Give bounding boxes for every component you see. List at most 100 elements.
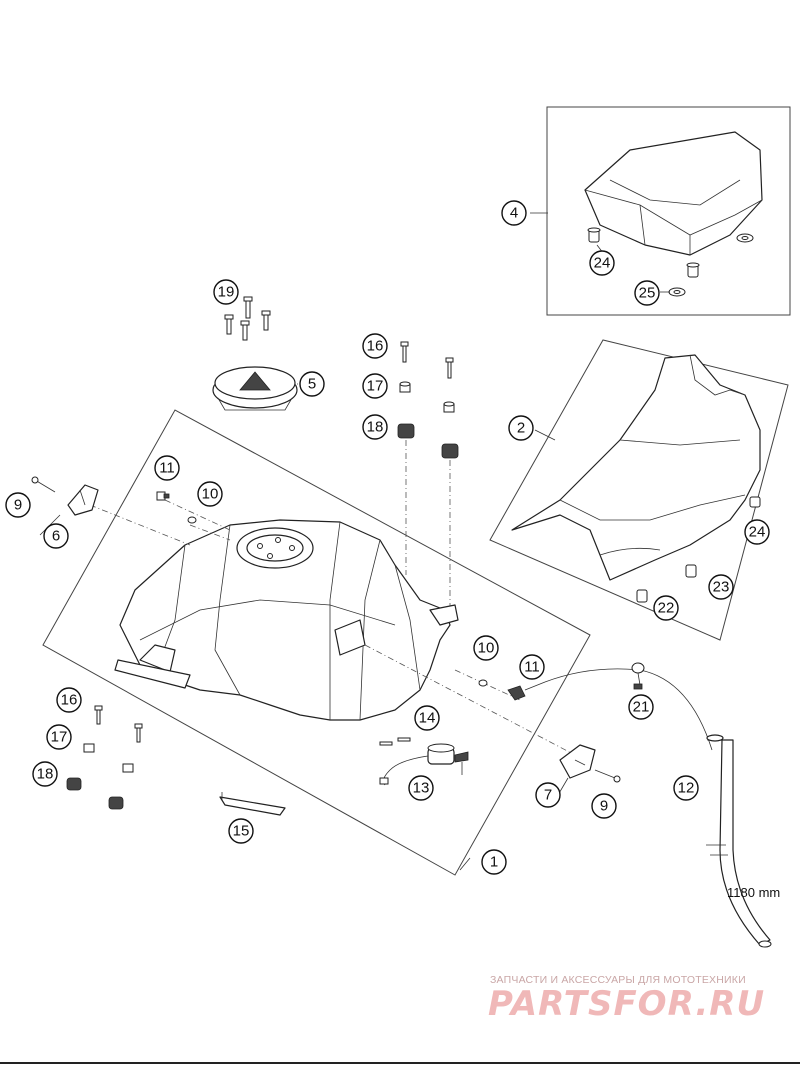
callout-label: 18 <box>37 766 54 783</box>
fuel-hose <box>544 668 772 948</box>
screw-set <box>379 737 411 746</box>
callout-label: 9 <box>14 497 22 514</box>
seat-group-frame <box>546 106 791 316</box>
callout-10-lower: 10 <box>473 635 499 661</box>
washer <box>668 287 686 297</box>
callout-24-upper: 24 <box>589 250 615 276</box>
screw <box>31 476 56 493</box>
callout-label: 14 <box>419 710 436 727</box>
watermark-tagline: ЗАПЧАСТИ И АКСЕССУАРЫ ДЛЯ МОТОТЕХНИКИ <box>490 974 746 986</box>
callout-12: 12 <box>673 775 699 801</box>
sensor-bolt <box>156 491 170 501</box>
callout-2: 2 <box>508 415 534 441</box>
callout-label: 1 <box>490 854 498 871</box>
rubber-grommet <box>441 443 459 459</box>
callout-15: 15 <box>228 818 254 844</box>
washer <box>736 233 754 243</box>
tank-frame <box>42 409 591 876</box>
rubber-grommet <box>108 796 124 810</box>
fuel-level-sensor <box>379 743 469 786</box>
callout-4: 4 <box>501 200 527 226</box>
watermark-brand: PARTSFOR.RU <box>488 984 765 1024</box>
callout-9-right: 9 <box>591 793 617 819</box>
hose-clamp <box>631 662 645 690</box>
bushing <box>122 763 134 773</box>
callout-label: 13 <box>413 780 430 797</box>
callout-18-lower: 18 <box>32 761 58 787</box>
rubber-grommet <box>66 777 82 791</box>
callout-label: 15 <box>233 823 250 840</box>
fuel-cap <box>212 366 298 411</box>
callout-label: 18 <box>367 419 384 436</box>
callout-label: 17 <box>51 729 68 746</box>
callout-label: 5 <box>308 376 316 393</box>
callout-16-lower: 16 <box>56 687 82 713</box>
callout-5: 5 <box>299 371 325 397</box>
bushing <box>443 401 455 413</box>
callout-label: 9 <box>600 798 608 815</box>
callout-label: 25 <box>639 285 656 302</box>
bolt <box>134 723 143 743</box>
callout-6: 6 <box>43 523 69 549</box>
fuel-tank <box>114 519 459 721</box>
callout-label: 10 <box>478 640 495 657</box>
callout-13: 13 <box>408 775 434 801</box>
callout-9-left: 9 <box>5 492 31 518</box>
seat-buffer <box>587 227 601 243</box>
callout-label: 6 <box>52 528 60 545</box>
callout-label: 21 <box>633 699 650 716</box>
seat-buffer <box>686 262 700 278</box>
callout-17-lower: 17 <box>46 724 72 750</box>
callout-11-upper: 11 <box>154 455 180 481</box>
o-ring <box>187 516 197 524</box>
tank-bracket <box>559 744 596 779</box>
seat-buffer <box>749 496 761 508</box>
callout-19: 19 <box>213 279 239 305</box>
callout-11-lower: 11 <box>519 654 545 680</box>
callout-label: 10 <box>202 486 219 503</box>
callout-label: 16 <box>61 692 78 709</box>
callout-label: 24 <box>749 524 766 541</box>
callout-label: 22 <box>658 600 675 617</box>
seat-buffer <box>636 589 648 603</box>
hose-fitting <box>507 681 546 701</box>
bushing <box>83 743 95 753</box>
callout-label: 16 <box>367 338 384 355</box>
rider-seat <box>511 354 761 581</box>
rubber-grommet <box>397 423 415 439</box>
hose-length-label: 1180 mm <box>727 885 780 900</box>
rider-seat-frame <box>489 339 789 641</box>
o-ring <box>478 679 488 687</box>
callout-label: 7 <box>544 787 552 804</box>
screw-set <box>224 296 271 341</box>
bolt <box>94 705 103 725</box>
callout-label: 23 <box>713 579 730 596</box>
callout-label: 11 <box>159 460 175 477</box>
callout-label: 2 <box>517 420 525 437</box>
bolt <box>445 357 454 379</box>
callout-25: 25 <box>634 280 660 306</box>
callout-label: 24 <box>594 255 611 272</box>
callout-23: 23 <box>708 574 734 600</box>
callout-10-upper: 10 <box>197 481 223 507</box>
screw <box>594 769 621 783</box>
bushing <box>399 381 411 393</box>
callout-label: 12 <box>678 780 695 797</box>
callout-21: 21 <box>628 694 654 720</box>
callout-24-lower: 24 <box>744 519 770 545</box>
callout-14: 14 <box>414 705 440 731</box>
seat-buffer <box>685 564 697 578</box>
callout-1: 1 <box>481 849 507 875</box>
callout-7: 7 <box>535 782 561 808</box>
rubber-strip <box>219 792 286 816</box>
passenger-seat <box>584 131 763 256</box>
callout-label: 17 <box>367 378 384 395</box>
callout-label: 11 <box>524 659 540 676</box>
tank-bracket <box>67 484 99 516</box>
callout-label: 4 <box>510 205 518 222</box>
callout-label: 19 <box>218 284 235 301</box>
callout-17-upper: 17 <box>362 373 388 399</box>
bolt <box>400 341 409 363</box>
callout-16-upper: 16 <box>362 333 388 359</box>
